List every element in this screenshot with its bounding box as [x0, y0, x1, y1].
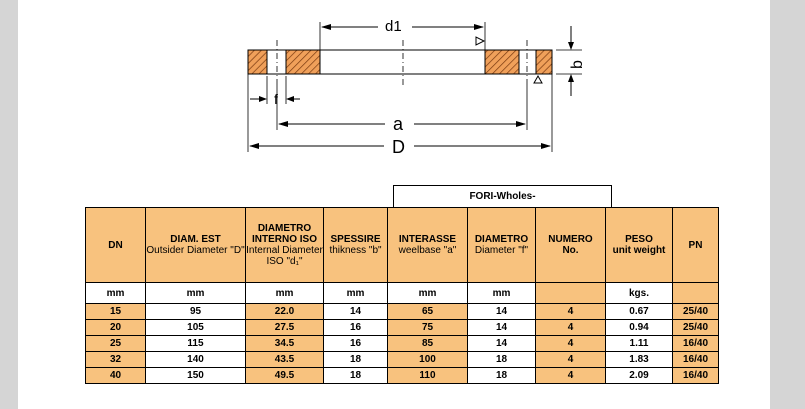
unit-cell: mm: [85, 282, 146, 304]
cell-internal-diameter: 27.5: [245, 319, 324, 336]
unit-cell-empty: [535, 282, 606, 304]
cell-hole-diameter: 14: [467, 335, 536, 352]
unit-cell-empty: [672, 282, 719, 304]
flange-drawing: d1 b f a D: [247, 18, 586, 157]
cell-hole-diameter: 14: [467, 319, 536, 336]
unit-cell: mm: [323, 282, 388, 304]
cell-hole-number: 4: [535, 351, 606, 368]
section-left-inner: [285, 49, 321, 75]
cell-weight: 1.83: [605, 351, 673, 368]
dim-label-D: D: [392, 137, 405, 157]
cell-pn: 16/40: [672, 367, 719, 384]
cell-outside-diameter: 150: [145, 367, 246, 384]
cell-pn: 16/40: [672, 335, 719, 352]
dim-label-b: b: [569, 60, 586, 69]
left-margin: [0, 0, 18, 409]
cell-wheelbase: 100: [387, 351, 468, 368]
header-pn: PN: [672, 207, 719, 283]
cell-hole-number: 4: [535, 303, 606, 320]
table-units-row: mm mm mm mm mm mm kgs.: [85, 282, 719, 304]
section-left-outer: [247, 49, 268, 75]
header-dn: DN: [85, 207, 146, 283]
cell-hole-diameter: 14: [467, 303, 536, 320]
cell-outside-diameter: 105: [145, 319, 246, 336]
unit-cell: mm: [467, 282, 536, 304]
cell-wheelbase: 85: [387, 335, 468, 352]
cell-dn: 40: [85, 367, 146, 384]
dim-label-f: f: [274, 91, 278, 107]
cell-pn: 25/40: [672, 303, 719, 320]
cell-dn: 15: [85, 303, 146, 320]
cell-thickness: 16: [323, 335, 388, 352]
cell-dn: 20: [85, 319, 146, 336]
dim-label-a: a: [393, 114, 404, 134]
cell-outside-diameter: 140: [145, 351, 246, 368]
cell-weight: 0.67: [605, 303, 673, 320]
cell-internal-diameter: 34.5: [245, 335, 324, 352]
cell-weight: 2.09: [605, 367, 673, 384]
cell-internal-diameter: 49.5: [245, 367, 324, 384]
cell-pn: 16/40: [672, 351, 719, 368]
unit-cell: mm: [145, 282, 246, 304]
unit-cell: kgs.: [605, 282, 673, 304]
cell-pn: 25/40: [672, 319, 719, 336]
right-margin: [770, 0, 805, 409]
cell-internal-diameter: 22.0: [245, 303, 324, 320]
cell-dn: 32: [85, 351, 146, 368]
cell-dn: 25: [85, 335, 146, 352]
cell-hole-diameter: 18: [467, 367, 536, 384]
cell-internal-diameter: 43.5: [245, 351, 324, 368]
cell-wheelbase: 65: [387, 303, 468, 320]
holes-group-header: FORI-Wholes-: [393, 185, 612, 207]
unit-cell: mm: [245, 282, 324, 304]
cell-wheelbase: 110: [387, 367, 468, 384]
cell-hole-number: 4: [535, 335, 606, 352]
cell-wheelbase: 75: [387, 319, 468, 336]
cell-outside-diameter: 115: [145, 335, 246, 352]
cell-weight: 0.94: [605, 319, 673, 336]
cell-hole-number: 4: [535, 319, 606, 336]
cell-thickness: 16: [323, 319, 388, 336]
cell-thickness: 14: [323, 303, 388, 320]
dim-label-d1: d1: [385, 18, 402, 35]
unit-cell: mm: [387, 282, 468, 304]
cell-outside-diameter: 95: [145, 303, 246, 320]
cell-thickness: 18: [323, 367, 388, 384]
section-right-outer: [535, 49, 553, 75]
section-right-inner: [484, 49, 520, 75]
cell-hole-diameter: 18: [467, 351, 536, 368]
cell-thickness: 18: [323, 351, 388, 368]
cell-weight: 1.11: [605, 335, 673, 352]
cell-hole-number: 4: [535, 367, 606, 384]
